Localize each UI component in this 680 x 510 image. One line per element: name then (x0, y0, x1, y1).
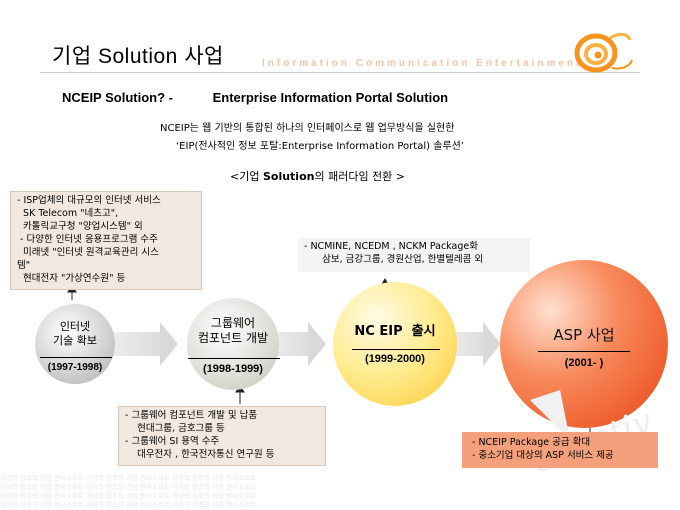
stage-circle-2 (187, 298, 279, 390)
description-line-1: NCEIP는 웹 기반의 통합된 하나의 인터페이스로 웹 업무방식을 실현한 (160, 123, 455, 134)
headline: NCEIP Solution? - Enterprise Information… (62, 90, 448, 105)
stage-3-divider (352, 349, 440, 350)
headline-left: NCEIP Solution? - (62, 90, 173, 105)
arrow-1 (110, 322, 178, 366)
page-title: 기업 Solution 사업 (52, 45, 224, 68)
description-line-2: ‘EIP(전사적인 정보 포탈:Enterprise Information P… (176, 141, 464, 152)
stage-4-divider (538, 351, 630, 352)
company-logo (574, 32, 633, 73)
stage-1-label: 인터넷 기술 확보 (53, 320, 97, 347)
stage-circle-4 (500, 260, 668, 428)
tagline: Information Communication Entertainment (262, 58, 583, 69)
stage-3-period: (1999-2000) (365, 353, 425, 365)
note-groupware: - 그룹웨어 컴포넌트 개발 및 납품 현대그룹, 금호그룹 등 - 그룹웨어 … (118, 406, 326, 466)
stage-circle-3 (333, 282, 457, 406)
stage-2-label: 그룹웨어 컴포넌트 개발 (197, 316, 269, 345)
stage-2-divider (188, 358, 280, 359)
note-nc-eip: - NCMINE, NCEDM , NCKM Package화 삼보, 금강그룹… (298, 238, 530, 272)
stage-circle-1 (35, 304, 115, 384)
stage-4-period: (2001- ) (564, 357, 604, 369)
stage-4-label: ASP 사업 (553, 326, 615, 344)
stage-2-period: (1998-1999) (203, 363, 263, 375)
stage-3-label: NC EIP 출시 (354, 324, 436, 339)
note-asp: - NCEIP Package 공급 확대 - 중소기업 대상의 ASP 서비스… (462, 432, 658, 468)
note-internet-tech: - ISP업체의 대규모의 인터넷 서비스 SK Telecom "네츠고", … (10, 191, 202, 290)
section-subtitle-suffix: 의 패러다임 전환 > (314, 170, 406, 183)
header-divider (40, 72, 640, 73)
section-subtitle-bold: Solution (262, 170, 315, 183)
section-subtitle-prefix: <기업 (230, 170, 263, 183)
headline-right: Enterprise Information Portal Solution (212, 90, 449, 105)
watermark-text: 저자의 창조의 키암 엔씨소프트 저자의 창조의 키암 엔씨소프트 저자의 창조… (0, 474, 256, 509)
section-subtitle: <기업 Solution의 패러다임 전환 > (230, 168, 405, 184)
stage-1-period: (1997-1998) (47, 362, 103, 373)
stage-1-divider (40, 357, 112, 358)
